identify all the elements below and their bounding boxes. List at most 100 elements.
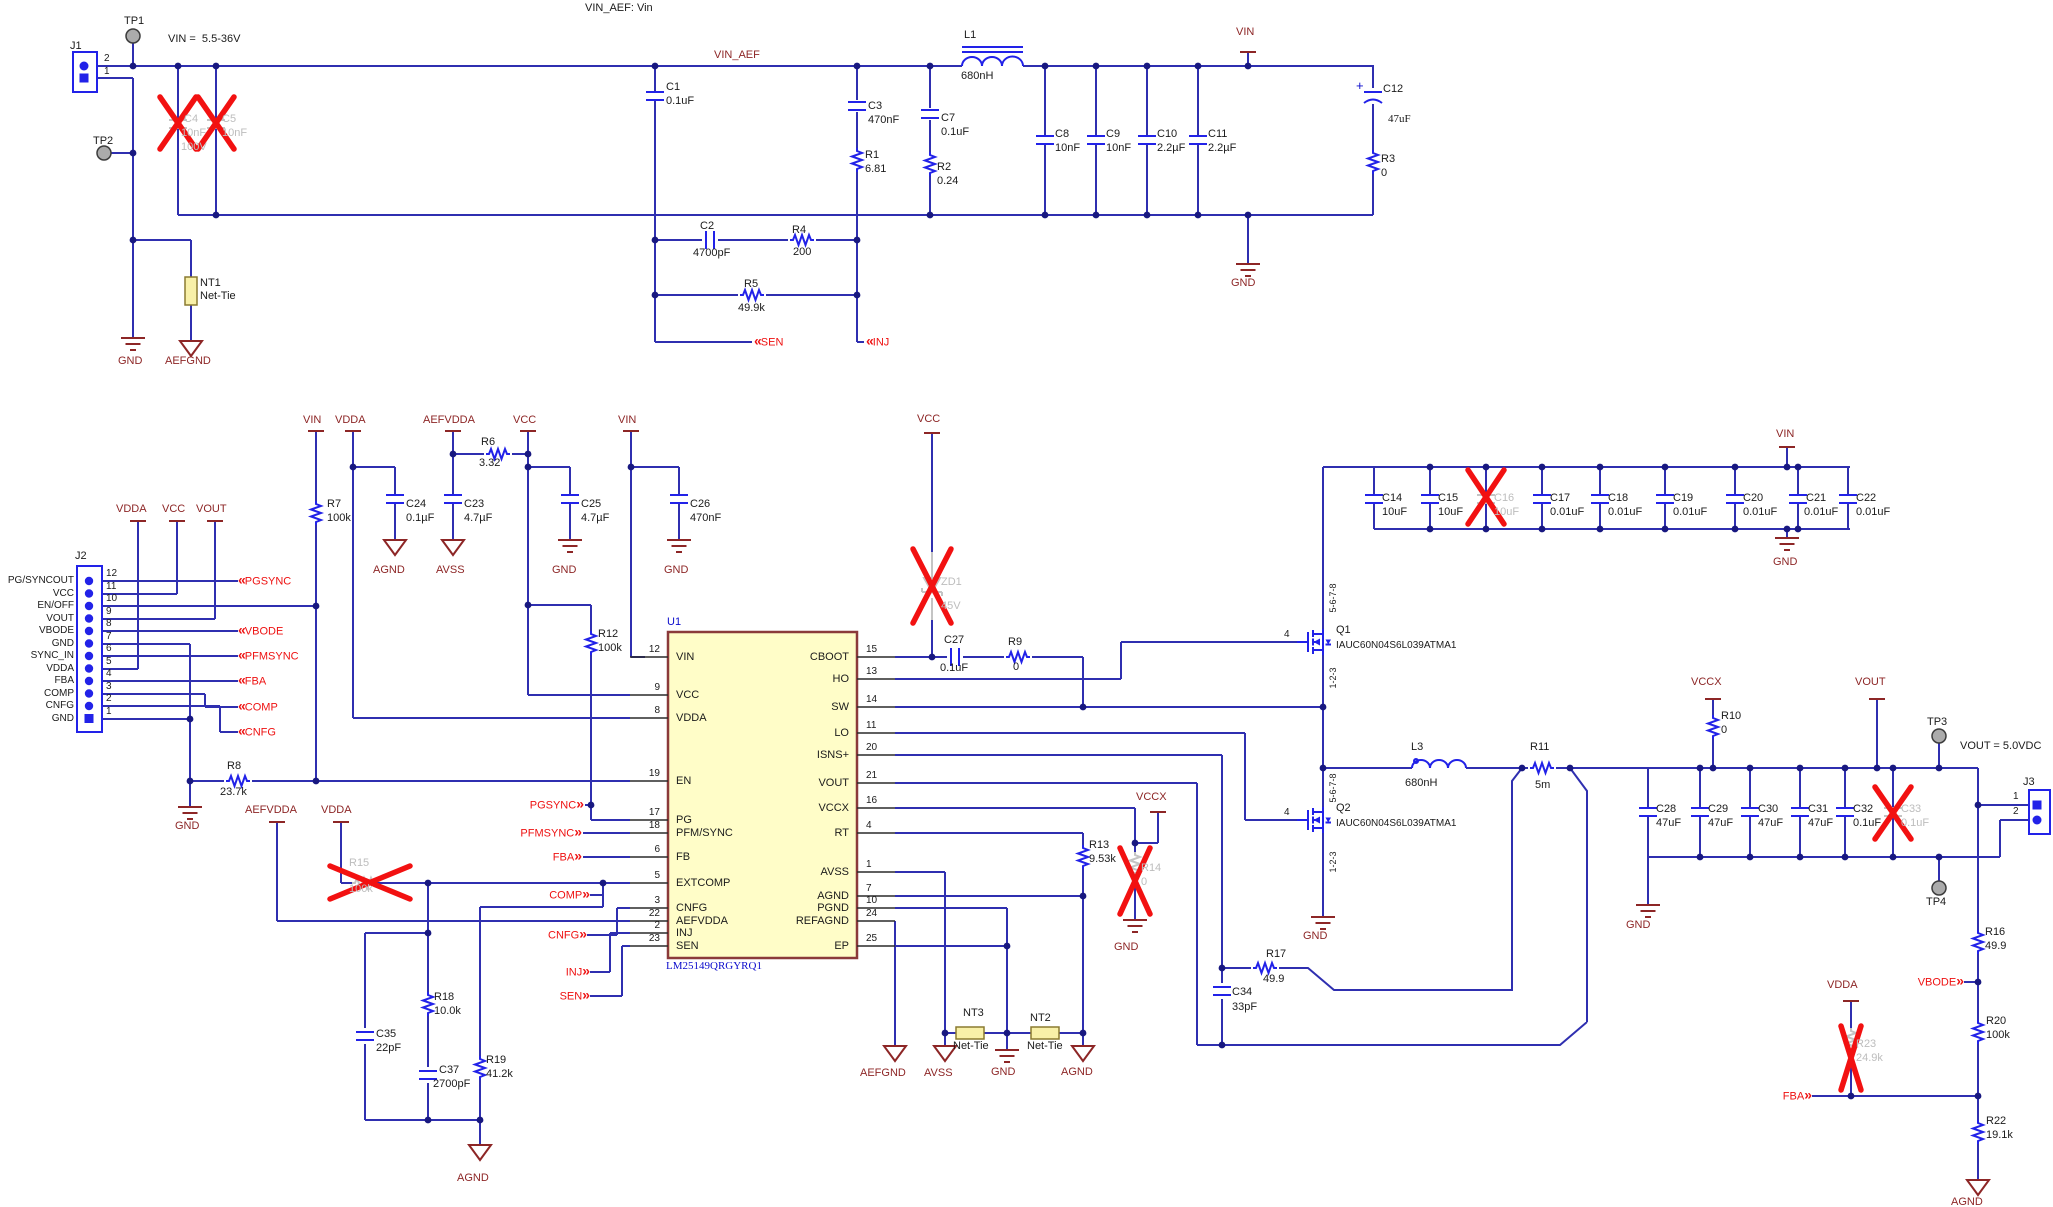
nt3-net-tie[interactable] <box>955 1026 985 1040</box>
capacitor-c34[interactable] <box>1212 986 1232 996</box>
j1-pin1[interactable] <box>79 73 89 83</box>
x-mark-r23 <box>1838 1023 1864 1093</box>
capacitor-c11[interactable] <box>1188 135 1208 145</box>
j2-pin-9[interactable] <box>84 614 94 623</box>
capacitor-c18[interactable] <box>1590 494 1610 504</box>
nt1-net-tie[interactable] <box>184 276 198 306</box>
capacitor-c31[interactable] <box>1790 807 1810 817</box>
inductor-l3[interactable] <box>1411 758 1467 769</box>
resistor-r22[interactable] <box>1972 1119 1984 1145</box>
connector-j1[interactable] <box>72 51 98 93</box>
capacitor-c9[interactable] <box>1086 135 1106 145</box>
capacitor-c35[interactable] <box>355 1031 375 1041</box>
r16: R16 <box>1985 926 2006 938</box>
j2-pin-10[interactable] <box>84 601 94 611</box>
capacitor-c29[interactable] <box>1690 807 1710 817</box>
mosfet-q2[interactable] <box>1296 806 1332 834</box>
resistor-r10[interactable] <box>1707 714 1719 740</box>
j2-pin-1[interactable] <box>84 714 94 723</box>
capacitor-c22[interactable] <box>1838 494 1858 504</box>
capacitor-c24[interactable] <box>385 494 405 504</box>
capacitor-c10[interactable] <box>1137 135 1157 145</box>
junction-dot <box>1783 525 1791 533</box>
junction-dot <box>1003 1029 1011 1037</box>
j2-pin-7[interactable] <box>84 639 94 648</box>
j2-pin-12[interactable] <box>84 576 94 586</box>
vin-row: VIN <box>618 414 637 426</box>
capacitor-c32[interactable] <box>1835 807 1855 817</box>
tp2-pad[interactable] <box>96 145 112 161</box>
j1-pin2[interactable] <box>79 61 89 71</box>
resistor-r8[interactable] <box>225 775 251 787</box>
junction-dot <box>926 211 934 219</box>
c11-val: 2.2µF <box>1208 142 1237 154</box>
capacitor-c19[interactable] <box>1655 494 1675 504</box>
c19-val: 0.01uF <box>1673 506 1708 518</box>
junction-dot <box>1538 525 1546 533</box>
capacitor-c15[interactable] <box>1420 494 1440 504</box>
connector-j3[interactable] <box>2028 789 2051 835</box>
resistor-r17[interactable] <box>1252 962 1278 974</box>
resistor-r3[interactable] <box>1367 149 1379 175</box>
capacitor-c8[interactable] <box>1035 135 1055 145</box>
resistor-r7[interactable] <box>310 500 322 526</box>
j2-pin-12-num: 12 <box>106 568 118 579</box>
r8: R8 <box>227 760 242 772</box>
tp1-pad[interactable] <box>125 28 141 44</box>
resistor-r5[interactable] <box>739 289 765 301</box>
capacitor-c20[interactable] <box>1725 494 1745 504</box>
j2-pin-6[interactable] <box>84 651 94 661</box>
capacitor-c26[interactable] <box>669 494 689 504</box>
u1-chip[interactable] <box>666 630 859 960</box>
j2-pin-4[interactable] <box>84 676 94 686</box>
capacitor-c14[interactable] <box>1364 494 1384 504</box>
tp4-pad[interactable] <box>1931 880 1947 896</box>
r5: R5 <box>744 278 759 290</box>
resistor-r12[interactable] <box>585 630 597 656</box>
nt2-net-tie[interactable] <box>1030 1026 1060 1040</box>
capacitor-c21[interactable] <box>1788 494 1808 504</box>
capacitor-c7[interactable] <box>920 109 940 119</box>
capacitor-c17[interactable] <box>1532 494 1552 504</box>
c35: C35 <box>376 1028 397 1040</box>
capacitor-c3[interactable] <box>847 101 867 111</box>
inductor-l1[interactable] <box>961 46 1024 67</box>
j3-pin1[interactable] <box>2032 800 2042 810</box>
resistor-r4[interactable] <box>789 234 815 246</box>
capacitor-c30[interactable] <box>1740 807 1760 817</box>
junction-dot <box>1218 1041 1226 1049</box>
resistor-r16[interactable] <box>1972 929 1984 955</box>
resistor-r2[interactable] <box>924 151 936 177</box>
capacitor-c28[interactable] <box>1638 807 1658 817</box>
j2-pin-7-num: 7 <box>106 630 112 642</box>
junction-dot <box>1794 525 1802 533</box>
resistor-r20[interactable] <box>1972 1019 1984 1045</box>
gnd-bank: GND <box>1773 556 1798 568</box>
resistor-r1[interactable] <box>851 147 863 173</box>
j2-pin-8[interactable] <box>84 626 94 636</box>
resistor-r19[interactable] <box>474 1055 486 1081</box>
vcc-row: VCC <box>513 414 537 426</box>
c22-val: 0.01uF <box>1856 506 1891 518</box>
u1-pin-22-name: AEFVDDA <box>676 915 728 927</box>
j2-pin-3[interactable] <box>84 689 94 698</box>
capacitor-c23[interactable] <box>443 494 463 504</box>
u1-pin-24-name: REFAGND <box>795 915 849 927</box>
r3-val: 0 <box>1381 167 1388 179</box>
junction-dot <box>1935 853 1943 861</box>
pfmsync-u1-net-arrow: PFMSYNC» <box>520 824 582 839</box>
capacitor-c12[interactable] <box>1363 91 1383 104</box>
j3-pin2[interactable] <box>2032 815 2042 825</box>
c29-val: 47uF <box>1708 817 1734 829</box>
j2-pin-2[interactable] <box>84 701 94 711</box>
mosfet-q1[interactable] <box>1296 628 1332 656</box>
capacitor-c1[interactable] <box>645 91 665 101</box>
capacitor-c25[interactable] <box>560 494 580 504</box>
resistor-r18[interactable] <box>422 991 434 1017</box>
resistor-r13[interactable] <box>1077 844 1089 870</box>
j2-pin-5[interactable] <box>84 664 94 673</box>
tp3-pad[interactable] <box>1931 728 1947 744</box>
j2-pin-11[interactable] <box>84 589 94 598</box>
u1-pin-5-num: 5 <box>654 870 660 881</box>
resistor-r11[interactable] <box>1529 762 1555 774</box>
